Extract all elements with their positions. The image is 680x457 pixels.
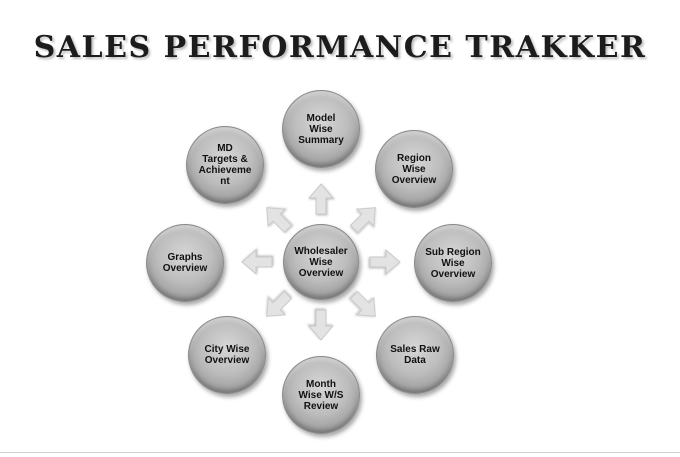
node-label: Graphs Overview xyxy=(162,252,208,274)
node-graphs-overview[interactable]: Graphs Overview xyxy=(146,224,224,302)
node-md-targets-achievement[interactable]: MD Targets & Achieveme nt xyxy=(186,126,264,204)
node-city-wise-overview[interactable]: City Wise Overview xyxy=(188,316,266,394)
arrow-right-icon xyxy=(369,248,401,276)
arrow-left-icon xyxy=(241,248,273,276)
node-model-wise-summary[interactable]: Model Wise Summary xyxy=(282,90,360,168)
node-region-wise-overview[interactable]: Region Wise Overview xyxy=(375,130,453,208)
node-label: Model Wise Summary xyxy=(298,112,344,146)
arrow-up-right-icon xyxy=(349,207,376,234)
arrow-down-icon xyxy=(307,309,335,341)
node-label: City Wise Overview xyxy=(204,344,250,366)
arrow-up-left-icon xyxy=(266,207,293,234)
arrow-down-left-icon xyxy=(266,290,293,317)
center-node-wholesaler-wise-overview[interactable]: Wholesaler Wise Overview xyxy=(283,224,359,300)
node-label: Sub Region Wise Overview xyxy=(425,246,481,280)
node-label: MD Targets & Achieveme nt xyxy=(198,143,252,187)
bottom-divider xyxy=(0,452,680,453)
arrow-down-right-icon xyxy=(349,290,376,317)
node-label: Sales Raw Data xyxy=(390,344,440,366)
page-title: SALES PERFORMANCE TRAKKER xyxy=(33,30,647,65)
node-sales-raw-data[interactable]: Sales Raw Data xyxy=(376,316,454,394)
center-node-label: Wholesaler Wise Overview xyxy=(294,245,348,279)
node-month-wise-ws-review[interactable]: Month Wise W/S Review xyxy=(282,356,360,434)
node-label: Month Wise W/S Review xyxy=(298,378,344,412)
arrow-up-icon xyxy=(307,183,335,215)
node-sub-region-wise-overview[interactable]: Sub Region Wise Overview xyxy=(414,224,492,302)
node-label: Region Wise Overview xyxy=(391,152,437,186)
